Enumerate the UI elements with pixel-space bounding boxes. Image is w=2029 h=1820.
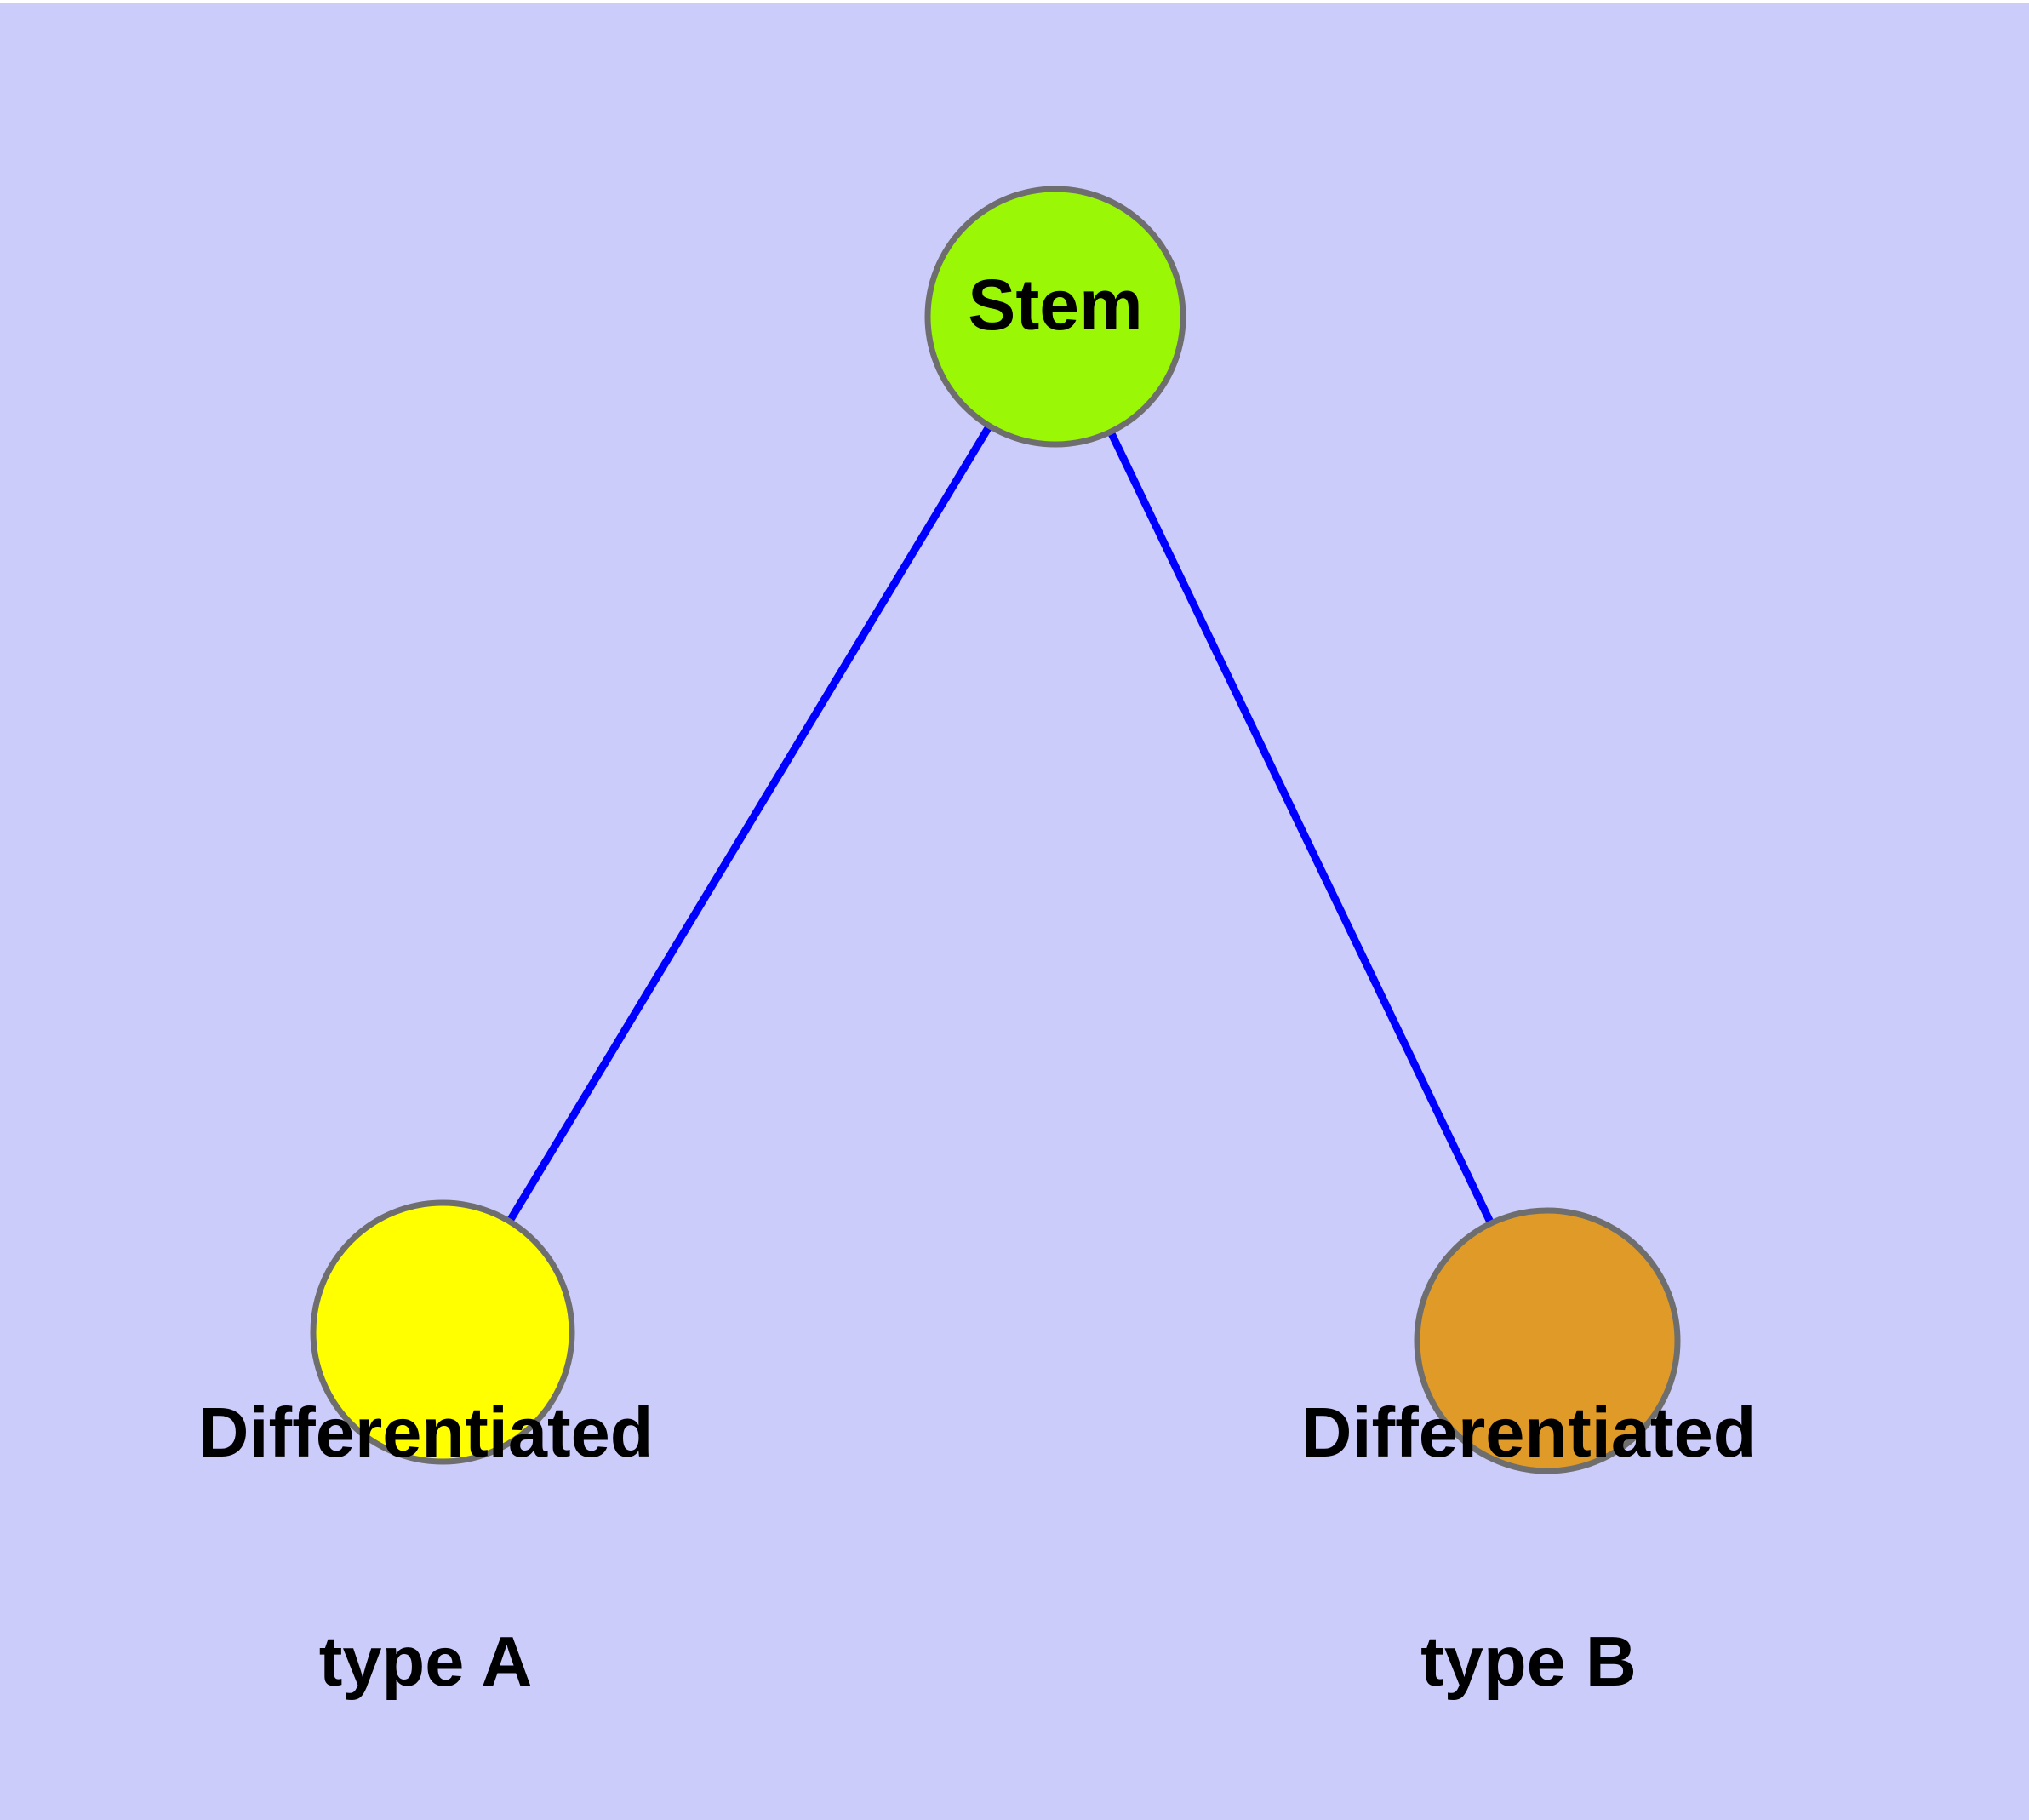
edge-stem-to-differentiated-type-b[interactable] [1051,315,1552,1342]
edge-stem-to-differentiated-type-a[interactable] [439,314,1059,1335]
node-differentiated-type-a[interactable] [310,1199,575,1465]
node-differentiated-type-b[interactable] [1414,1207,1681,1474]
node-stem[interactable] [924,186,1186,448]
nodes-layer [310,186,1681,1474]
edges-layer [439,314,1552,1342]
